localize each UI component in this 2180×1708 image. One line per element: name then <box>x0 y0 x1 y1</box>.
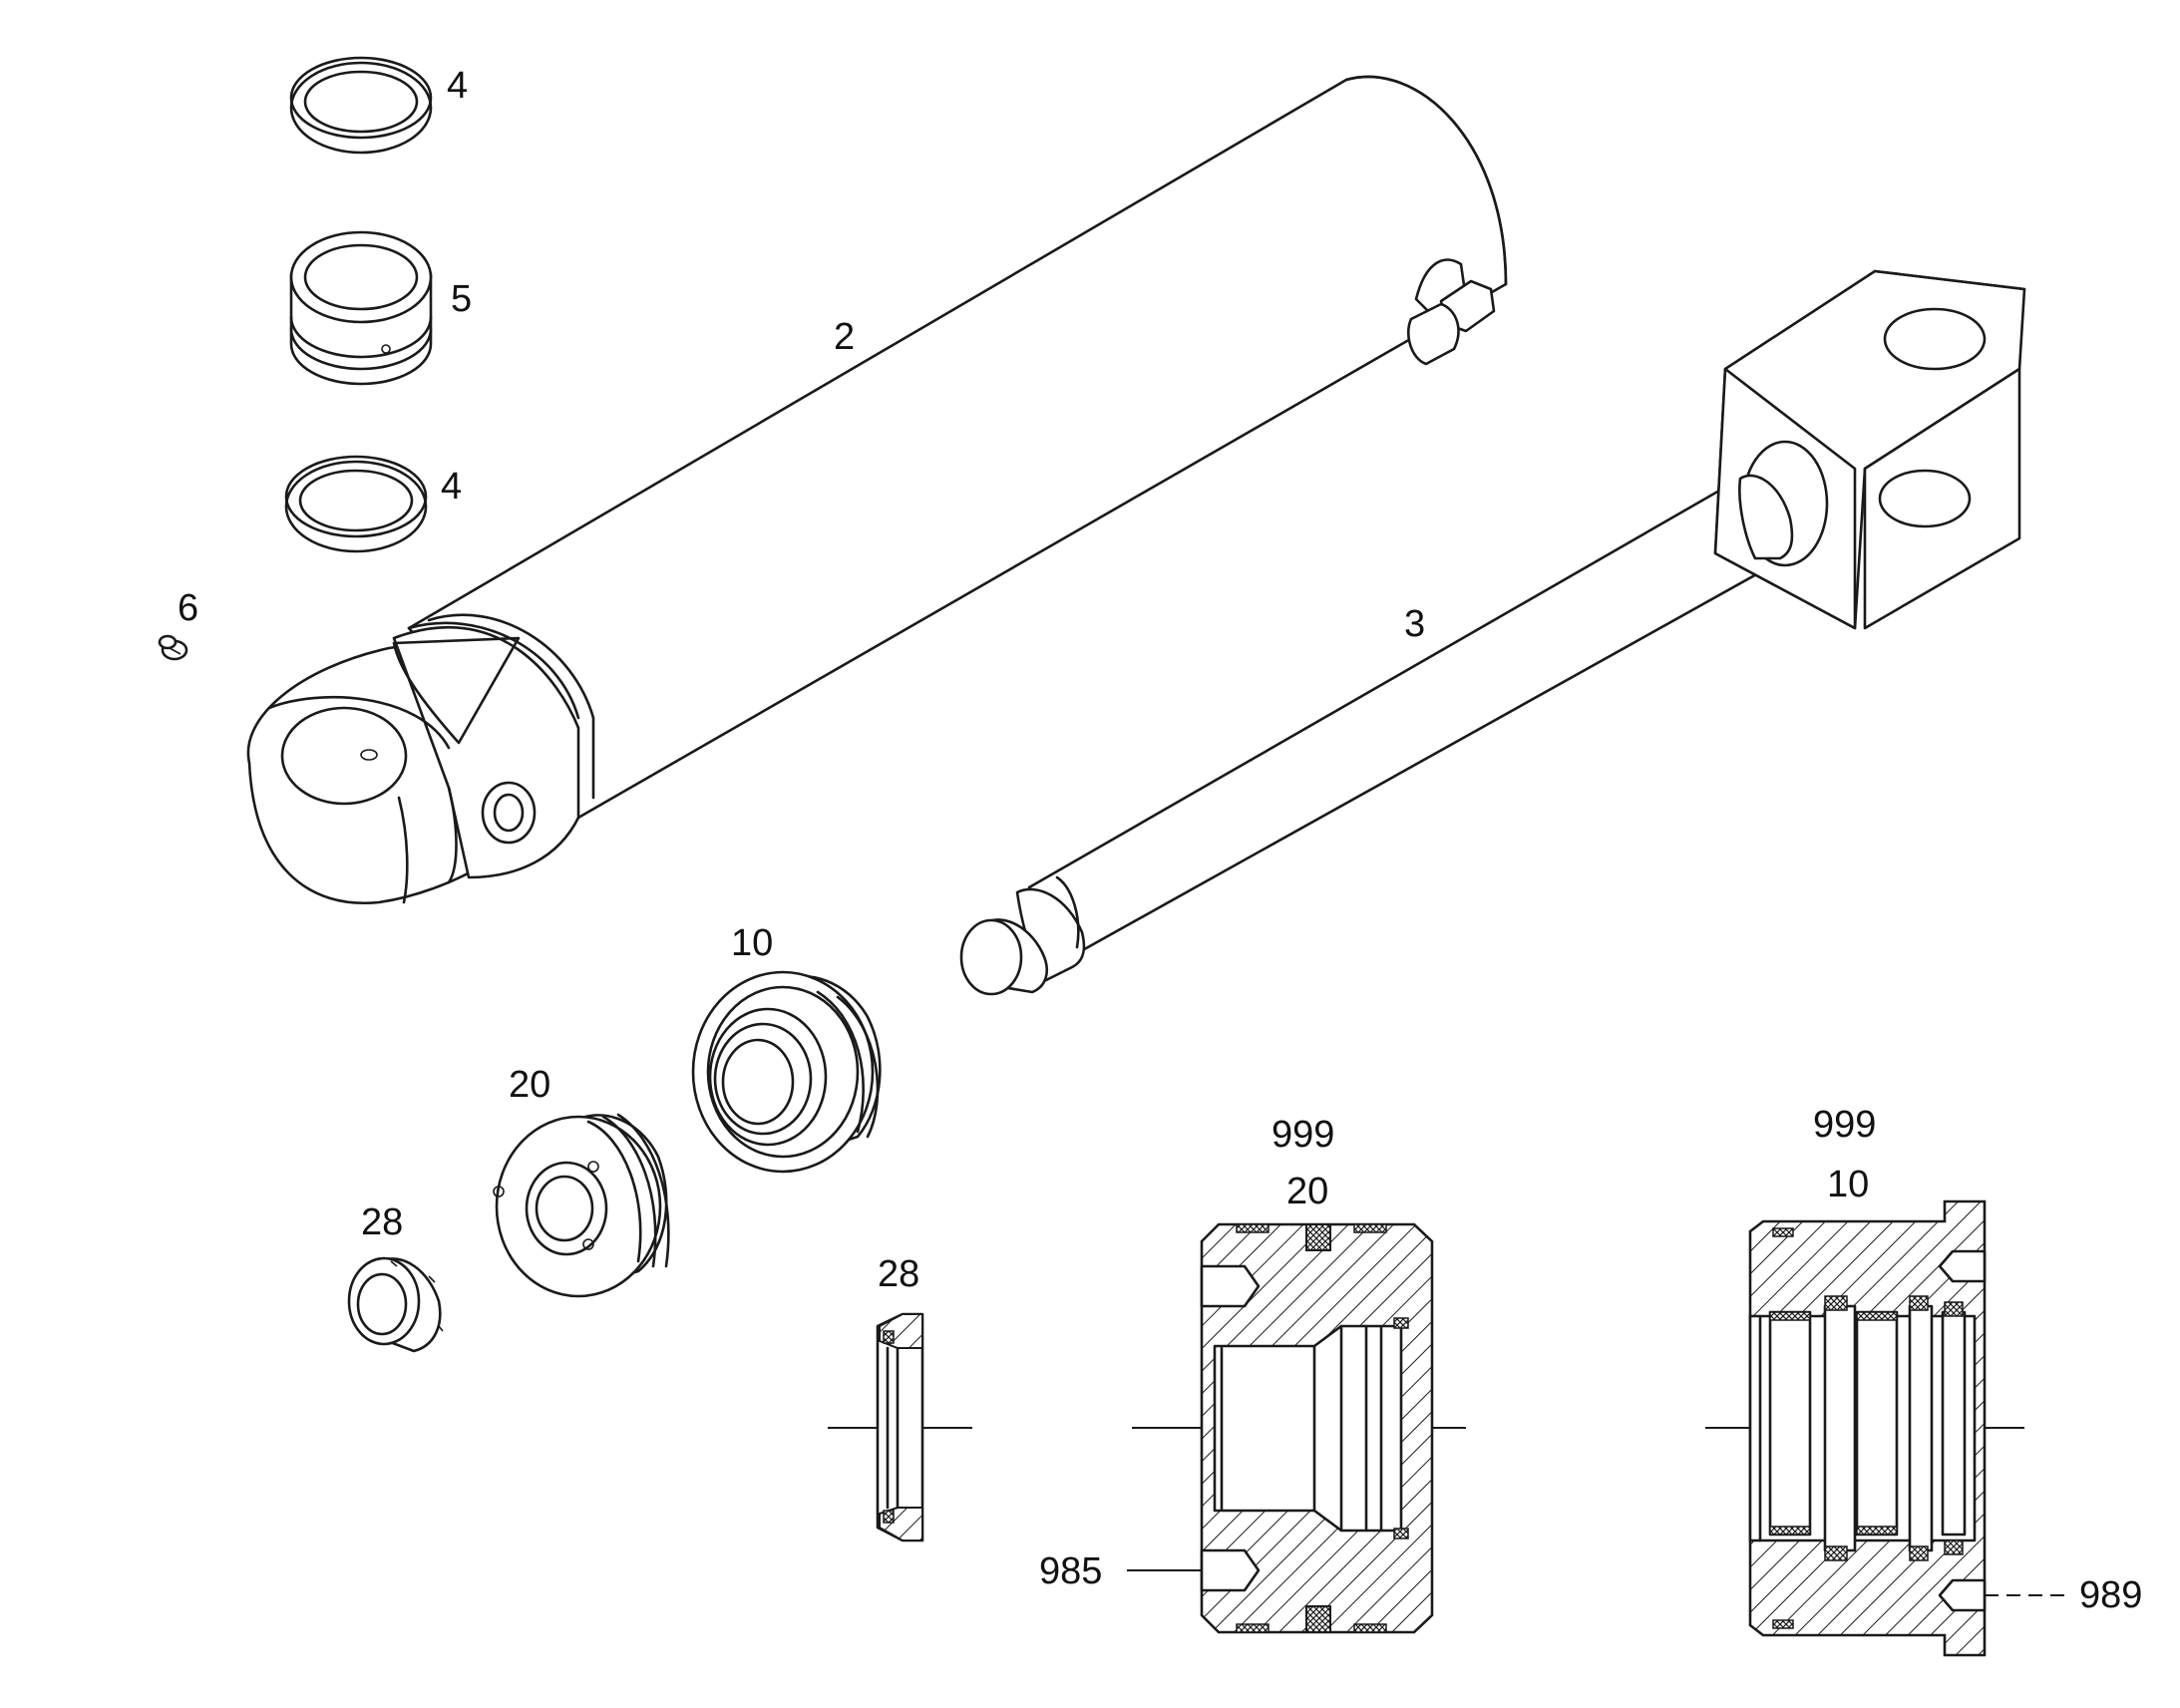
label-seal-ring-lower: 4 <box>441 466 462 508</box>
seal-ring-top <box>289 56 433 155</box>
gland <box>691 970 882 1174</box>
label-piston-rod: 3 <box>1404 603 1425 645</box>
callout-labels: 4 5 4 6 2 3 10 20 28 28 999 20 985 999 1… <box>178 65 2142 1616</box>
piston-rod <box>959 269 2026 996</box>
label-seal-ring-top: 4 <box>447 65 468 107</box>
label-section-piston-ref: 985 <box>1039 1550 1102 1592</box>
guide-bushing <box>289 230 433 386</box>
section-nut <box>828 1312 972 1542</box>
label-section-nut: 28 <box>878 1253 919 1295</box>
label-section-piston: 20 <box>1286 1171 1328 1212</box>
section-piston <box>1127 1222 1466 1634</box>
label-piston: 20 <box>509 1064 550 1106</box>
label-gland: 10 <box>731 922 773 964</box>
label-section-gland: 10 <box>1827 1164 1869 1205</box>
cylinder-tube <box>246 75 1508 905</box>
label-section-gland-group: 999 <box>1813 1104 1876 1146</box>
label-cylinder-tube: 2 <box>834 316 855 358</box>
nut <box>347 1256 444 1353</box>
label-guide-bushing: 5 <box>451 278 472 320</box>
label-section-piston-group: 999 <box>1272 1114 1334 1156</box>
grease-nipple <box>158 634 188 661</box>
label-nut: 28 <box>361 1201 403 1243</box>
piston <box>493 1113 670 1298</box>
label-grease-nipple: 6 <box>178 587 198 629</box>
section-gland <box>1705 1199 2069 1657</box>
seal-ring-lower <box>284 455 428 553</box>
label-section-gland-ref: 989 <box>2079 1574 2142 1616</box>
